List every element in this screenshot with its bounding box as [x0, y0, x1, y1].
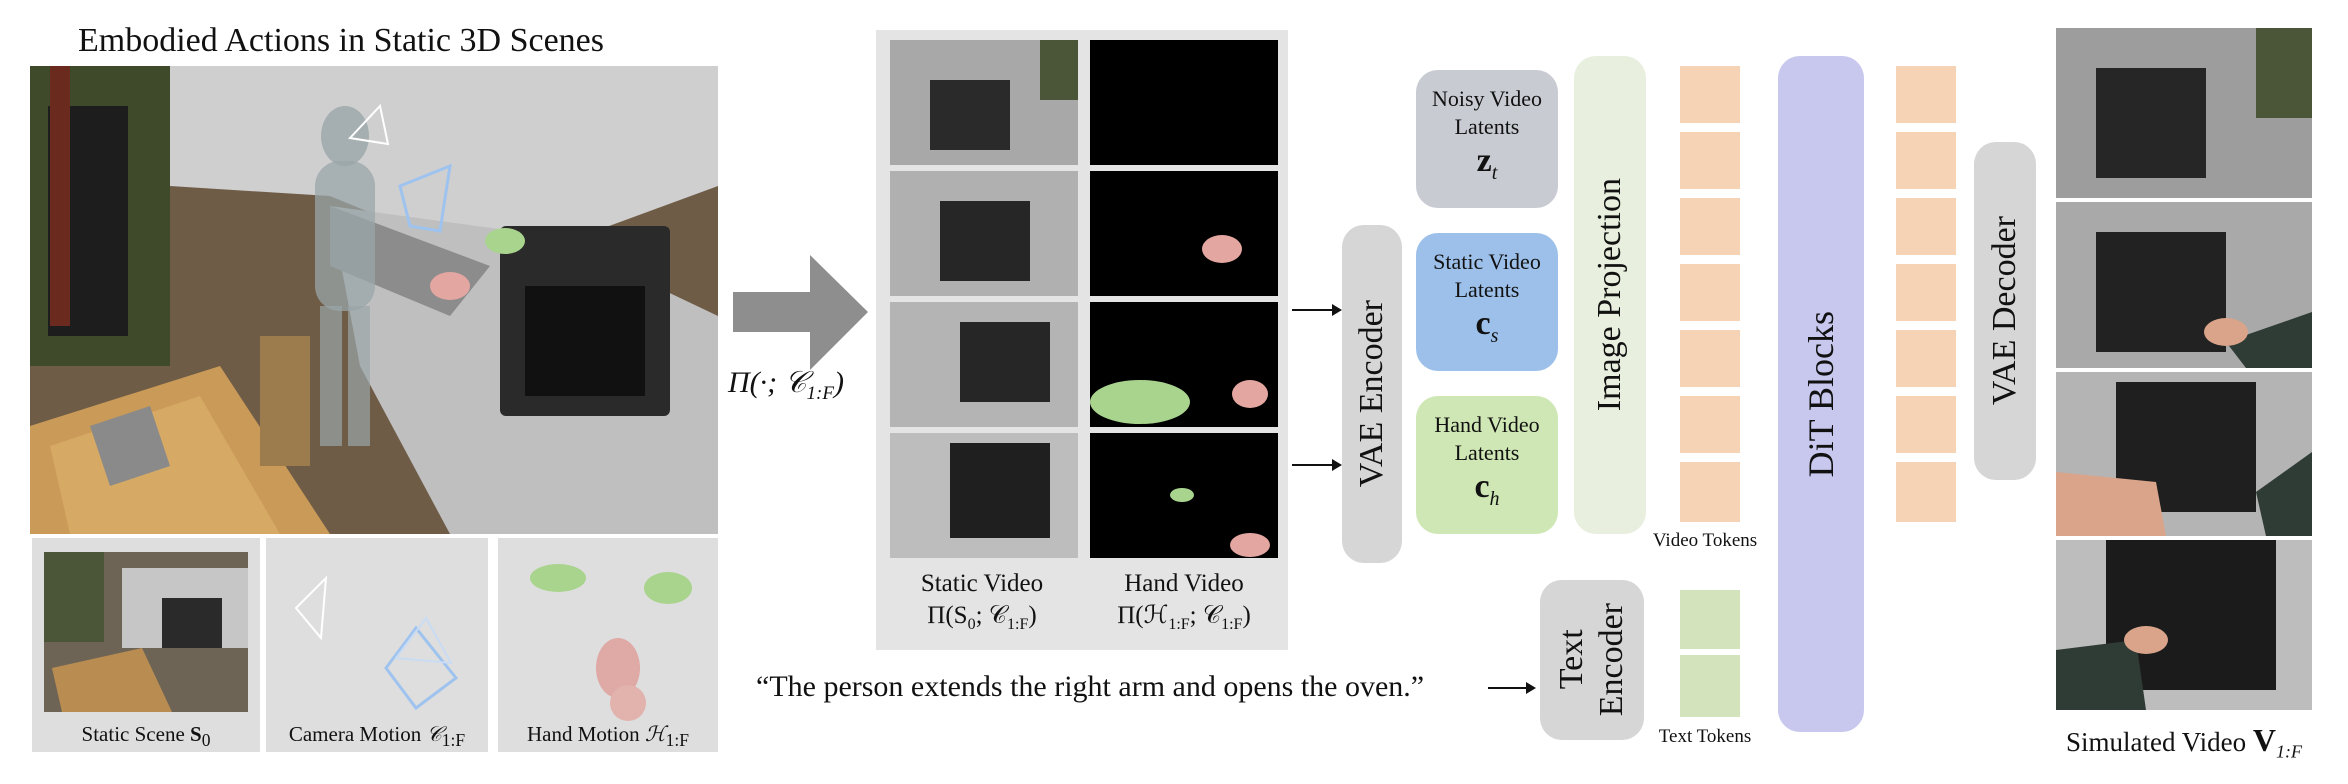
output-token	[1896, 396, 1956, 456]
static-frame-3	[890, 302, 1078, 427]
vae-decoder-block: VAE Decoder	[1974, 142, 2036, 480]
video-token	[1680, 396, 1740, 456]
video-token	[1680, 132, 1740, 192]
inset-camera-motion-drawing	[294, 575, 459, 711]
video-token	[1680, 66, 1740, 126]
scene-render	[30, 66, 718, 534]
video-token	[1680, 462, 1740, 522]
left-panel-title: Embodied Actions in Static 3D Scenes	[78, 22, 604, 59]
static-frame-1	[890, 40, 1078, 165]
hand-frame-1	[1090, 40, 1278, 165]
projection-arrow	[733, 255, 868, 370]
hand-latents-block: Hand Video Latents ch	[1416, 396, 1558, 534]
inset-static-scene	[32, 538, 260, 752]
hand-frame-2	[1090, 171, 1278, 296]
scene-render-drawing	[30, 66, 718, 534]
inset-hand-motion-label: Hand Motion ℋ1:F	[527, 722, 689, 751]
video-token	[1680, 264, 1740, 324]
image-projection-block: Image Projection	[1574, 56, 1646, 534]
inset-static-scene-drawing	[44, 552, 248, 712]
static-latents-block: Static Video Latents cs	[1416, 233, 1558, 371]
hand-frame-3	[1090, 302, 1278, 427]
video-tokens-label: Video Tokens	[1652, 530, 1758, 551]
prompt-text: “The person extends the right arm and op…	[756, 670, 1425, 703]
dit-blocks: DiT Blocks	[1778, 56, 1864, 732]
inset-static-scene-label: Static Scene S0	[81, 722, 211, 751]
vae-encoder-block: VAE Encoder	[1342, 225, 1402, 563]
output-frame-4	[2056, 540, 2312, 710]
output-token	[1896, 264, 1956, 324]
inset-hand-motion	[498, 538, 718, 752]
inset-hand-motion-drawing	[530, 564, 692, 721]
static-frame-2	[890, 171, 1078, 296]
text-tokens-label: Text Tokens	[1658, 726, 1752, 747]
inset-camera-motion-label: Camera Motion 𝒞1:F	[288, 722, 466, 751]
output-frame-3	[2056, 372, 2312, 536]
static-video-caption: Static Video Π(S0; 𝒞1:F)	[920, 570, 1044, 633]
output-token	[1896, 462, 1956, 522]
output-token	[1896, 66, 1956, 126]
output-token	[1896, 330, 1956, 390]
output-token	[1896, 132, 1956, 192]
static-frame-4	[890, 433, 1078, 558]
output-frame-1	[2056, 28, 2312, 198]
text-token	[1680, 655, 1740, 717]
noisy-latents-block: Noisy Video Latents zt	[1416, 70, 1558, 208]
text-token	[1680, 590, 1740, 652]
hand-frame-4	[1090, 433, 1278, 558]
output-frame-2	[2056, 202, 2312, 368]
video-token	[1680, 198, 1740, 258]
projection-label: Π(·; 𝒞1:F)	[728, 366, 844, 404]
output-token	[1896, 198, 1956, 258]
video-token	[1680, 330, 1740, 390]
inset-camera-motion	[266, 538, 488, 752]
hand-video-caption: Hand Video Π(ℋ1:F; 𝒞1:F)	[1117, 570, 1251, 633]
output-caption: Simulated Video V1:F	[2066, 722, 2302, 762]
